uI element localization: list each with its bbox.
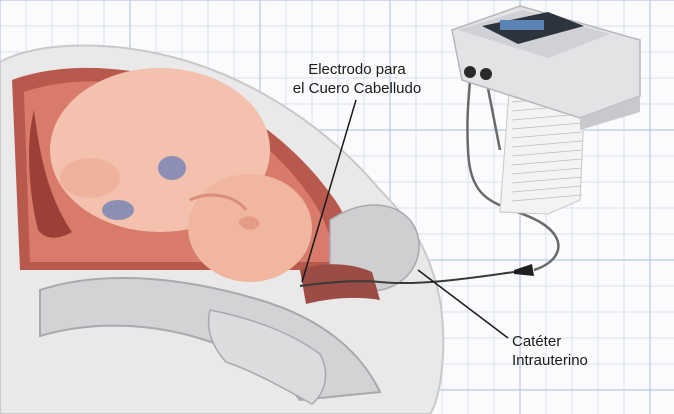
catheter-label-line1: Catéter: [512, 332, 588, 351]
electrode-label: Electrodo para el Cuero Cabelludo: [282, 60, 432, 98]
electrode-label-line2: el Cuero Cabelludo: [282, 79, 432, 98]
catheter-label: Catéter Intrauterino: [512, 332, 588, 370]
wire-connector: [514, 264, 534, 276]
catheter-label-line2: Intrauterino: [512, 351, 588, 370]
electrode-label-line1: Electrodo para: [282, 60, 432, 79]
